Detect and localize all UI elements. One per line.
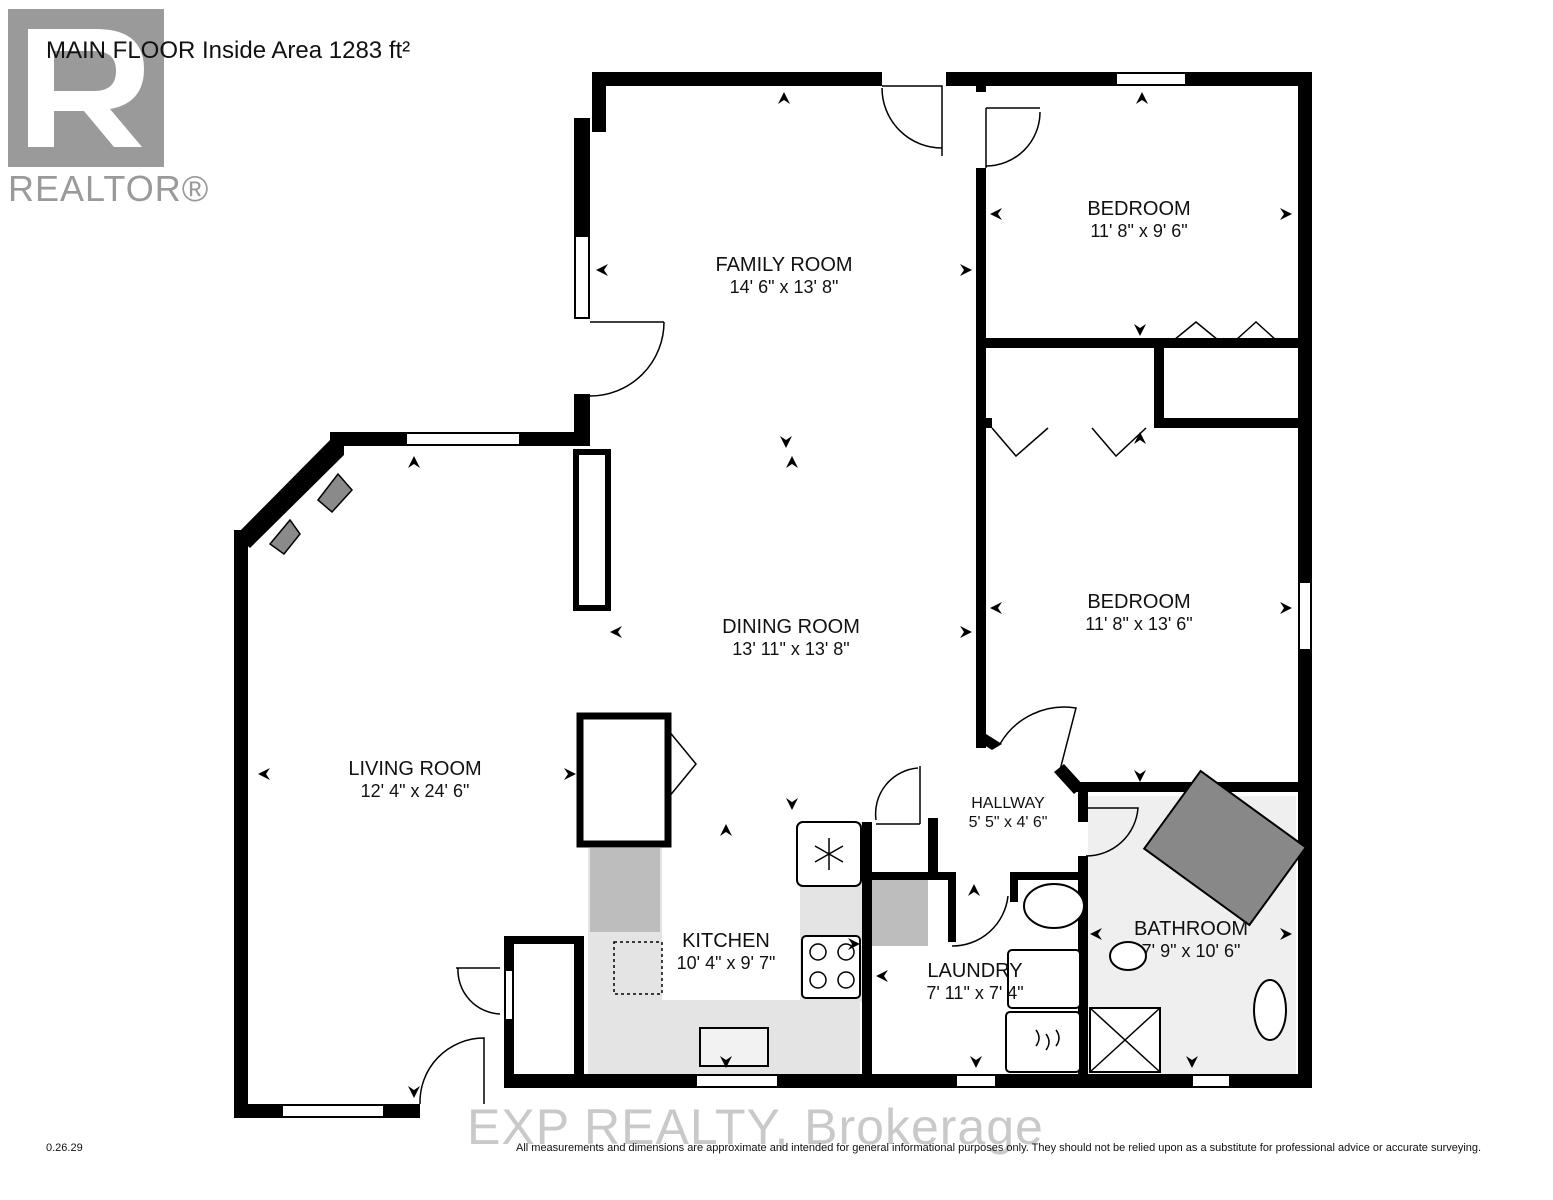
floor-title: MAIN FLOOR Inside Area 1283 ft² <box>46 37 411 64</box>
room-kitchen: KITCHEN 10' 4" x 9' 7" <box>677 930 776 974</box>
room-dimensions: 11' 8" x 9' 6" <box>1090 221 1188 241</box>
room-bedroom-lower: BEDROOM 11' 8" x 13' 6" <box>1085 591 1192 635</box>
room-name: BEDROOM <box>1087 591 1191 613</box>
disclaimer-text: All measurements and dimensions are appr… <box>516 1142 1482 1154</box>
realtor-logo-text: REALTOR® <box>8 168 210 209</box>
version-label: 0.26.29 <box>46 1142 83 1154</box>
room-dimensions: 7' 9" x 10' 6" <box>1141 941 1241 961</box>
room-name: FAMILY ROOM <box>715 254 853 276</box>
room-name: LAUNDRY <box>927 960 1023 982</box>
room-name: HALLWAY <box>971 795 1045 812</box>
room-dining: DINING ROOM 13' 11" x 13' 8" <box>722 616 860 660</box>
room-family: FAMILY ROOM 14' 6" x 13' 8" <box>715 254 852 298</box>
laundry-dark-block <box>872 880 928 946</box>
kitchen-dark-block <box>590 848 660 932</box>
room-bathroom: BATHROOM 7' 9" x 10' 6" <box>1134 918 1248 962</box>
room-dimensions: 10' 4" x 9' 7" <box>676 953 776 973</box>
room-bedroom-upper: BEDROOM 11' 8" x 9' 6" <box>1087 198 1190 242</box>
room-dimensions: 14' 6" x 13' 8" <box>729 277 839 297</box>
room-name: LIVING ROOM <box>348 758 482 780</box>
room-dimensions: 12' 4" x 24' 6" <box>360 781 470 801</box>
room-name: BEDROOM <box>1087 198 1191 220</box>
room-dimensions: 5' 5" x 4' 6" <box>968 814 1048 831</box>
room-laundry: LAUNDRY 7' 11" x 7' 4" <box>926 960 1023 1004</box>
brokerage-watermark: EXP REALTY, Brokerage <box>467 1099 1044 1155</box>
room-dimensions: 7' 11" x 7' 4" <box>926 983 1024 1003</box>
room-name: BATHROOM <box>1133 918 1249 940</box>
room-hallway: HALLWAY 5' 5" x 4' 6" <box>969 794 1048 832</box>
room-dimensions: 13' 11" x 13' 8" <box>732 639 850 659</box>
realtor-logo <box>8 9 164 167</box>
room-name: DINING ROOM <box>722 616 860 638</box>
room-name: KITCHEN <box>682 930 770 952</box>
room-dimensions: 11' 8" x 13' 6" <box>1085 614 1193 634</box>
room-living: LIVING ROOM 12' 4" x 24' 6" <box>348 758 481 802</box>
